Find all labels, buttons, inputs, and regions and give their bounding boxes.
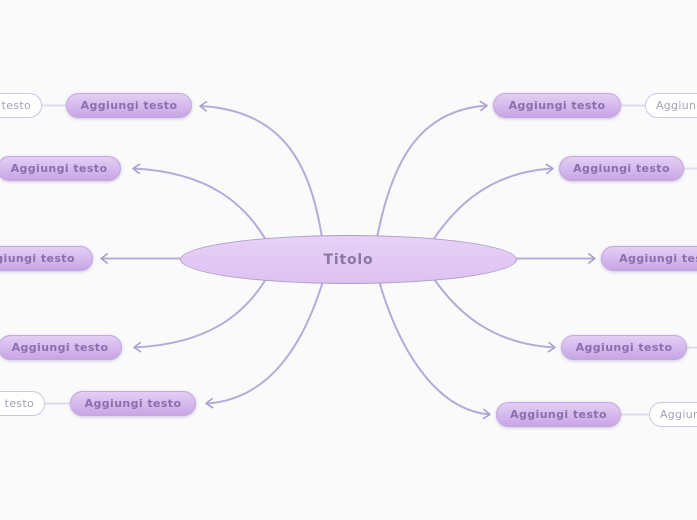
topic-label: Aggiungi testo bbox=[575, 341, 673, 354]
topic-label: Aggiungi testo bbox=[11, 341, 109, 354]
topic-label: Aggiungi testo bbox=[508, 99, 606, 112]
topic-label: Aggiungi testo bbox=[0, 252, 75, 265]
placeholder-label: Aggiungi testo bbox=[659, 408, 697, 421]
branch-connector-left-2 bbox=[132, 163, 267, 241]
branch-connector-left-4 bbox=[133, 278, 267, 353]
placeholder-node-top-right[interactable]: Aggiungi testo bbox=[645, 93, 697, 118]
branch-connector-right-4 bbox=[433, 278, 556, 353]
topic-node-right-3[interactable]: Aggiungi testo bbox=[601, 246, 697, 271]
central-topic-label: Titolo bbox=[323, 251, 374, 268]
branch-connector-right-5 bbox=[378, 280, 491, 420]
topic-node-right-5[interactable]: Aggiungi testo bbox=[496, 402, 621, 427]
topic-node-right-2[interactable]: Aggiungi testo bbox=[559, 156, 684, 181]
topic-node-right-1[interactable]: Aggiungi testo bbox=[493, 93, 621, 118]
branch-connector-left-5 bbox=[205, 280, 324, 409]
placeholder-label: Aggiungi testo bbox=[0, 397, 35, 410]
placeholder-node-bottom-right[interactable]: Aggiungi testo bbox=[649, 402, 697, 427]
topic-label: Aggiungi testo bbox=[619, 252, 697, 265]
topic-label: Aggiungi testo bbox=[10, 162, 108, 175]
placeholder-node-bottom-left[interactable]: Aggiungi testo bbox=[0, 391, 45, 416]
central-topic[interactable]: Titolo bbox=[180, 235, 517, 284]
topic-node-left-4[interactable]: Aggiungi testo bbox=[0, 335, 122, 360]
topic-node-left-5[interactable]: Aggiungi testo bbox=[70, 391, 196, 416]
placeholder-label: Aggiungi testo bbox=[0, 99, 32, 112]
topic-node-left-3[interactable]: Aggiungi testo bbox=[0, 246, 93, 271]
topic-label: Aggiungi testo bbox=[80, 99, 178, 112]
topic-label: Aggiungi testo bbox=[84, 397, 182, 410]
branch-connector-left-1 bbox=[199, 100, 323, 239]
placeholder-label: Aggiungi testo bbox=[655, 99, 697, 112]
topic-label: Aggiungi testo bbox=[510, 408, 607, 421]
topic-node-left-1[interactable]: Aggiungi testo bbox=[66, 93, 192, 118]
topic-label: Aggiungi testo bbox=[573, 162, 670, 175]
topic-node-left-2[interactable]: Aggiungi testo bbox=[0, 156, 121, 181]
topic-node-right-4[interactable]: Aggiungi testo bbox=[561, 335, 687, 360]
branch-connector-right-2 bbox=[432, 163, 554, 241]
branch-connector-right-1 bbox=[376, 100, 488, 239]
placeholder-node-top-left[interactable]: Aggiungi testo bbox=[0, 93, 42, 118]
